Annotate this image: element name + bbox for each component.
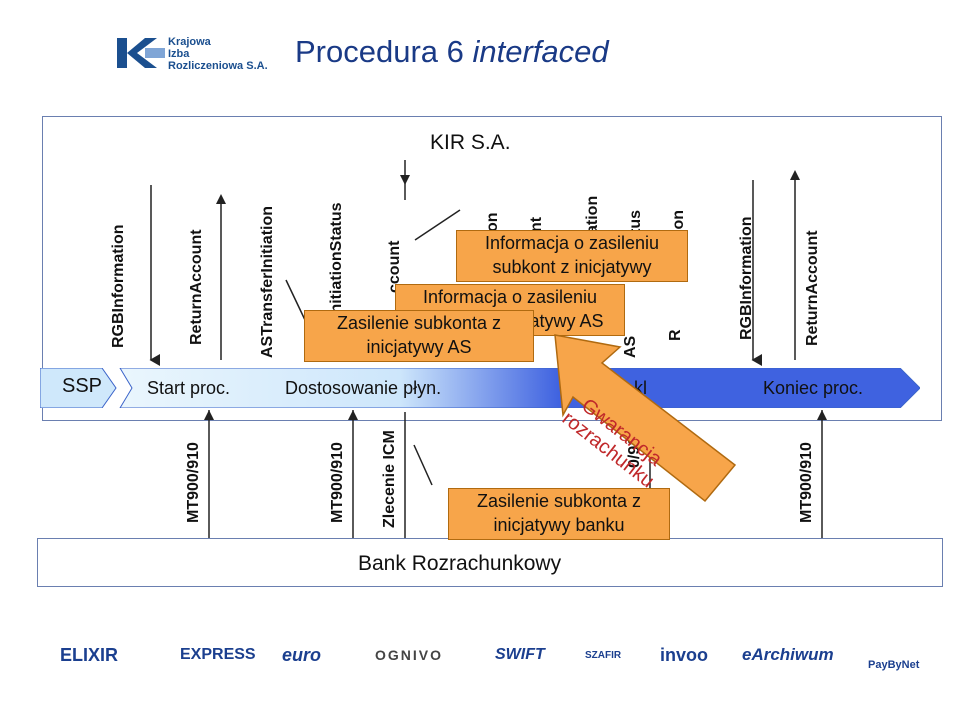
szafir-logo-text: SZAFIR bbox=[585, 649, 622, 661]
bottom-msg-mt900-2: MT900/910 bbox=[329, 442, 346, 523]
callout-funding-bank: Zasilenie subkonta z inicjatywy banku bbox=[448, 488, 670, 540]
callout-funding-bank-text: Zasilenie subkonta z inicjatywy banku bbox=[476, 491, 642, 535]
bottom-msg-mt900-1: MT900/910 bbox=[185, 442, 202, 523]
invoo-logo: invoo bbox=[660, 640, 708, 670]
ognivo-logo: OGNIVO bbox=[375, 640, 443, 670]
ognivo-logo-text: OGNIVO bbox=[375, 647, 444, 663]
ssp-stage-end: Koniec proc. bbox=[763, 378, 864, 398]
kir-logo-icon bbox=[115, 36, 167, 70]
elixir-logo-text: ELIXIR bbox=[60, 644, 119, 665]
earchiwum-logo-text: eArchiwum bbox=[742, 645, 834, 664]
ssp-stage-adjust: Dostosowanie płyn. bbox=[285, 378, 442, 398]
callout-info-subaccounts: Informacja o zasileniu subkont z inicjat… bbox=[456, 230, 688, 282]
bottom-msg-mt900-3: MT900/910 bbox=[798, 442, 815, 523]
invoo-logo-text: invoo bbox=[660, 644, 708, 665]
callout-funding-as: Zasilenie subkonta z inicjatywy AS bbox=[304, 310, 534, 362]
ssp-stage-start: Start proc. bbox=[147, 378, 231, 398]
swift-logo-text: SWIFT bbox=[495, 646, 545, 663]
title-italic: interfaced bbox=[472, 34, 609, 69]
kir-panel-title: KIR S.A. bbox=[430, 131, 511, 154]
logo-line-3: Rozliczeniowa S.A. bbox=[168, 60, 268, 72]
euro-logo: euro bbox=[282, 640, 321, 670]
kir-logo-text: Krajowa Izba Rozliczeniowa S.A. bbox=[168, 36, 268, 72]
paybynet-logo-text: PayByNet bbox=[868, 659, 920, 671]
swift-logo: SWIFT bbox=[495, 640, 545, 670]
ssp-label: SSP bbox=[62, 375, 103, 397]
bank-label: Bank Rozrachunkowy bbox=[358, 552, 562, 575]
callout-funding-as-text: Zasilenie subkonta z inicjatywy AS bbox=[336, 313, 502, 357]
ssp-band bbox=[40, 368, 920, 408]
szafir-logo: SZAFIR bbox=[585, 640, 621, 670]
title-plain: Procedura 6 bbox=[295, 34, 473, 69]
logo-line-1: Krajowa bbox=[168, 36, 211, 48]
express-logo: EXPRESS bbox=[180, 640, 256, 670]
callout-info-subaccounts-text: Informacja o zasileniu subkont z inicjat… bbox=[484, 233, 660, 277]
euro-logo-text: euro bbox=[282, 644, 322, 665]
elixir-logo: ELIXIR bbox=[60, 640, 118, 670]
paybynet-logo: PayByNet bbox=[868, 650, 919, 680]
bottom-msg-zlecenie-icm: Zlecenie ICM bbox=[381, 430, 398, 528]
logo-line-2: Izba bbox=[168, 48, 190, 60]
express-logo-text: EXPRESS bbox=[180, 646, 256, 663]
guarantee-arrow bbox=[554, 334, 737, 503]
earchiwum-logo: eArchiwum bbox=[742, 640, 834, 670]
page-title: Procedura 6 interfaced bbox=[295, 34, 609, 70]
